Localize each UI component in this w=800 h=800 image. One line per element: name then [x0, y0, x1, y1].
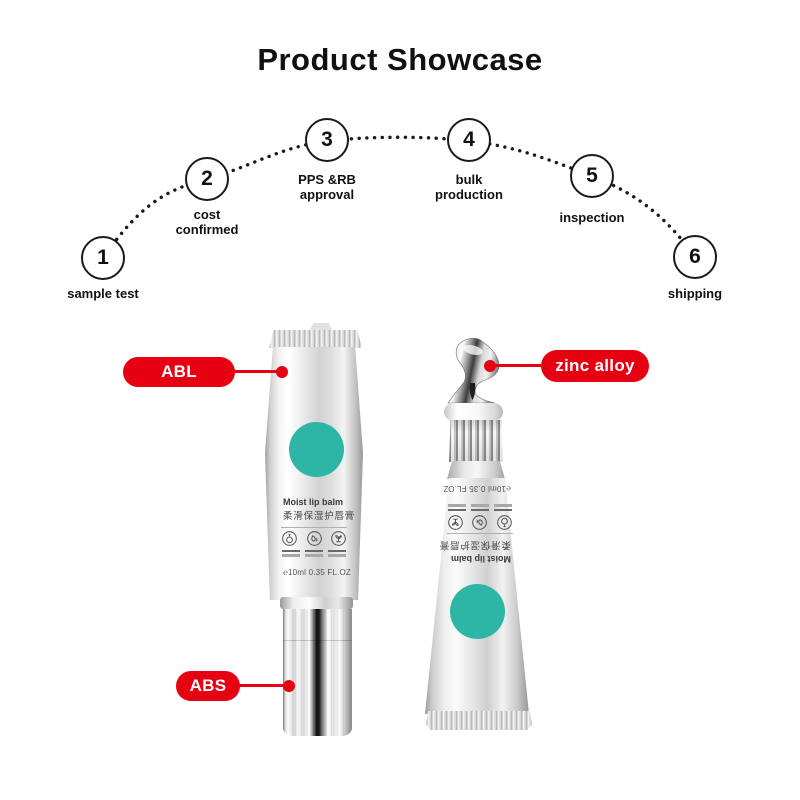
plant-icon — [448, 515, 463, 530]
tube2-label-area-upside-down: Moist lip balm 柔滑保湿护唇膏 ℮10ml 0.35 FL.OZ — [425, 478, 529, 714]
tube2-product-name-zh: 柔滑保湿护唇膏 — [438, 539, 511, 550]
abl-connector-line — [233, 370, 278, 373]
bottle-icon — [282, 531, 297, 546]
tube1-crimp-seal — [269, 330, 362, 348]
page-title: Product Showcase — [257, 42, 543, 77]
step-circle-1: 1 — [81, 236, 125, 280]
tube1-product-name-zh: 柔滑保湿护唇膏 — [283, 511, 356, 522]
step-label-6: shipping — [667, 286, 723, 301]
step-label-2: cost confirmed — [175, 207, 239, 238]
step-circle-5: 5 — [570, 154, 614, 198]
tube2-white-collar — [444, 403, 503, 421]
abs-connector-dot — [283, 680, 295, 692]
droplets-icon — [306, 531, 322, 546]
tube1-label-area: Moist lip balm 柔滑保湿护唇膏 ℮10ml 0.35 FL.OZ — [265, 347, 363, 600]
tube1-brand-circle — [289, 422, 344, 477]
tube1-seal-tab — [309, 323, 333, 332]
tube2-volume-text: ℮10ml 0.35 FL.OZ — [442, 484, 511, 493]
tube2-feature-icons — [448, 515, 512, 530]
bottle-icon — [497, 515, 512, 530]
droplets-icon — [472, 515, 488, 530]
tube2-crimp-seal — [426, 711, 532, 730]
abs-label: ABS — [176, 671, 240, 701]
tube1-cap-seam — [283, 640, 352, 641]
step-circle-4: 4 — [447, 118, 491, 162]
abl-label: ABL — [123, 357, 235, 387]
zinc-alloy-connector-dot — [484, 360, 496, 372]
zinc-alloy-label: zinc alloy — [541, 350, 649, 382]
step-label-1: sample test — [67, 286, 139, 301]
zinc-alloy-connector-line — [496, 364, 541, 367]
step-label-3: PPS &RB approval — [298, 172, 356, 203]
abl-connector-dot — [276, 366, 288, 378]
tube1-feature-icons — [282, 531, 346, 546]
tube1-volume-text: ℮10ml 0.35 FL.OZ — [283, 568, 352, 577]
tube2-micro-text — [448, 504, 512, 511]
abs-connector-line — [238, 684, 285, 687]
tube2-product-name-en: Moist lip balm — [450, 554, 511, 564]
step-label-4: bulk production — [435, 172, 503, 203]
step-label-5: inspection — [559, 210, 625, 225]
tube2-ribbed-neck — [449, 420, 503, 462]
plant-icon — [331, 531, 346, 546]
step-circle-2: 2 — [185, 157, 229, 201]
step-circle-6: 6 — [673, 235, 717, 279]
tube1-chrome-cap — [283, 609, 352, 736]
tube2-brand-circle — [450, 584, 505, 639]
tube2-divider-line — [447, 533, 513, 534]
tube2-shoulder — [447, 461, 505, 479]
tube1-cap-collar — [280, 597, 353, 609]
tube1-micro-text — [282, 550, 346, 557]
step-circle-3: 3 — [305, 118, 349, 162]
zinc-alloy-applicator-head — [447, 337, 500, 404]
tube1-product-name-en: Moist lip balm — [283, 497, 344, 507]
tube1-divider-line — [281, 527, 347, 528]
